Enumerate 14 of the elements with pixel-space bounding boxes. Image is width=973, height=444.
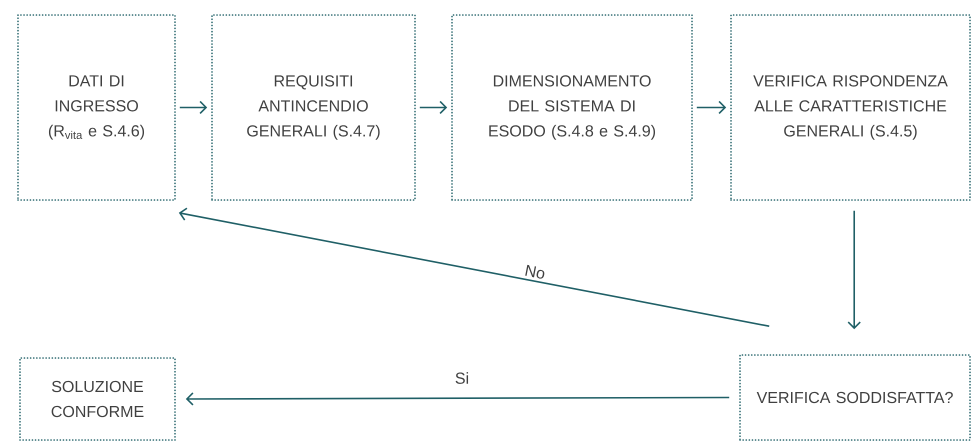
arrow [848, 210, 861, 330]
process-box: REQUISITI ANTINCENDIO GENERALI (S.4.7) [211, 14, 416, 201]
arrow [696, 100, 726, 114]
edge-label: Si [456, 372, 468, 384]
edge-label: No [525, 264, 544, 279]
process-box: SOLUZIONE CONFORME [19, 357, 176, 441]
arrow [186, 392, 730, 406]
process-box: VERIFICA RISPONDENZA ALLE CARATTERISTICHE GENERALI (S.4.5) [730, 14, 971, 201]
process-box: DATI DI INGRESSO (R$_{vita}$ e S.4.6) [17, 14, 176, 201]
arrow [178, 208, 770, 327]
arrow [420, 100, 448, 114]
process-box: DIMENSIONAMENTO DEL SISTEMA DI ESODO (S.4.8 e S.4.9) [451, 14, 693, 201]
arrow [180, 100, 208, 114]
process-box: VERIFICA SODDISFATTA? [739, 354, 971, 441]
